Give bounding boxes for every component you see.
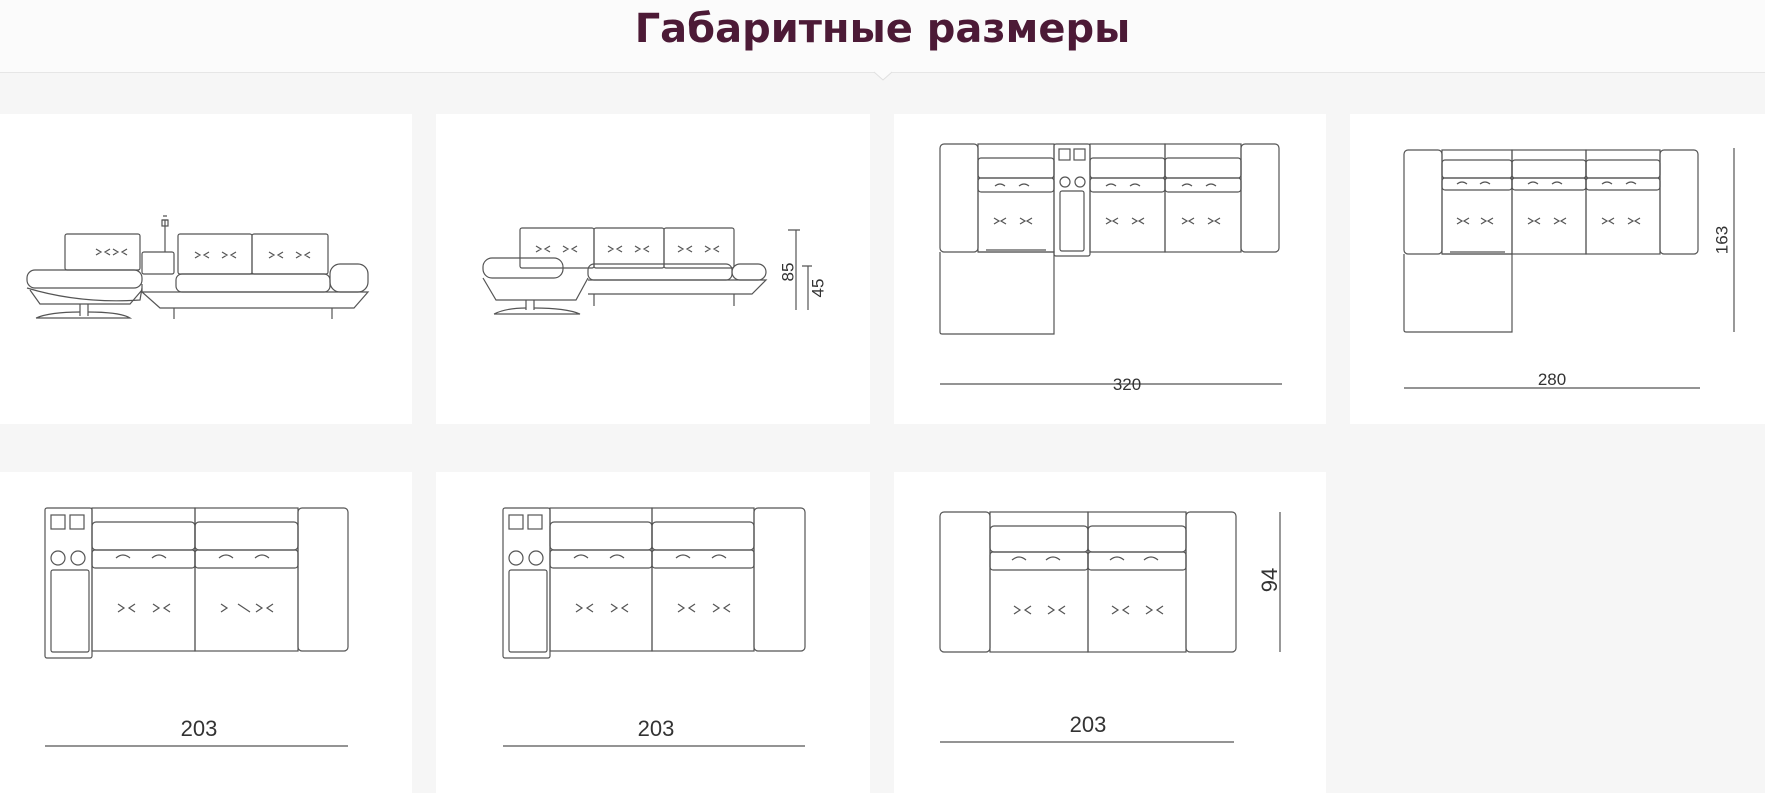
dimension-card-top-320: 320 (894, 114, 1326, 424)
width-320-label: 320 (1112, 375, 1142, 394)
sofa-top-203-a-drawing (44, 507, 349, 747)
sofa-side-height-drawing (482, 227, 812, 315)
sofa-top-280-drawing (1403, 148, 1735, 389)
depth-163-label: 163 (1712, 225, 1732, 255)
width-280-label: 280 (1537, 370, 1567, 389)
sofa-side-drawing (26, 215, 370, 319)
sofa-top-203-c-drawing (939, 511, 1281, 743)
page-title: Габаритные размеры (634, 6, 1131, 52)
header-notch (873, 71, 893, 81)
width-203-label-c: 203 (1069, 712, 1107, 737)
sofa-top-320-drawing (939, 143, 1282, 385)
depth-94-label: 94 (1257, 567, 1282, 593)
dimension-card-side-2: 85 45 (436, 114, 870, 424)
dimension-card-top-203-b: 203 (436, 472, 870, 793)
height-85-label: 85 (778, 262, 798, 282)
section-header: Габаритные размеры (0, 0, 1765, 73)
width-203-label-a: 203 (180, 716, 218, 741)
dimension-card-side-1 (0, 114, 412, 424)
dimension-card-top-203-a: 203 (0, 472, 412, 793)
dimension-card-top-280: 280 163 (1350, 114, 1765, 424)
sofa-top-203-b-drawing (502, 507, 806, 747)
width-203-label-b: 203 (637, 716, 675, 741)
dimension-card-top-203-c: 203 94 (894, 472, 1326, 793)
seat-height-45-label: 45 (808, 278, 828, 298)
